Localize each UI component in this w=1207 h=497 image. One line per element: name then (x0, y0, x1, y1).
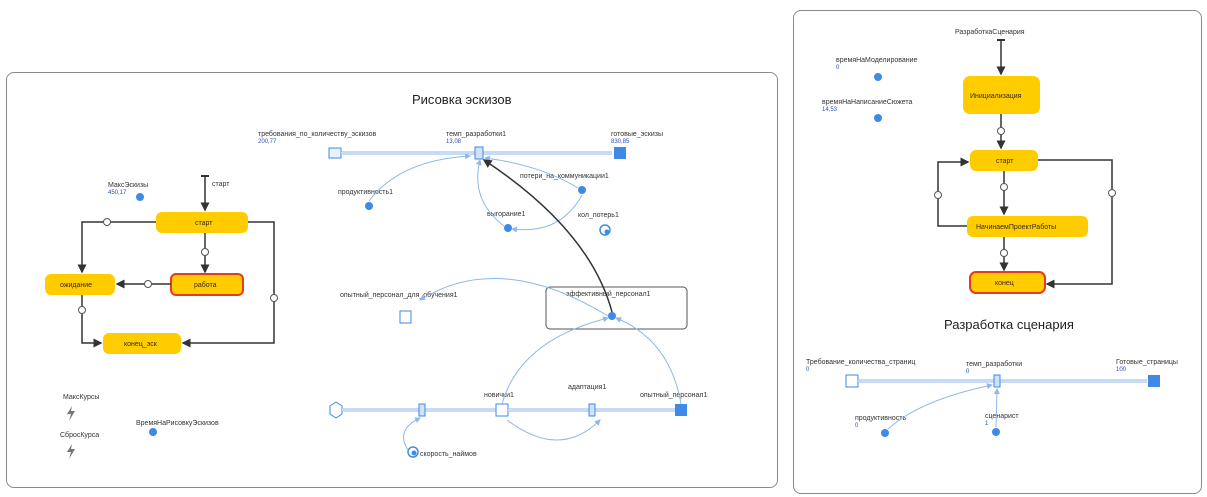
param2-value: 14,53 (822, 107, 838, 113)
param2-dot[interactable] (874, 114, 882, 122)
event2-label: СбросКурса (60, 431, 99, 439)
param1-value: 0 (836, 65, 840, 71)
right-productivity-value: 0 (855, 423, 859, 429)
hire-valve[interactable] (418, 403, 426, 417)
right-rate-value: 0 (966, 369, 970, 375)
effective-staff-label: эффективный_персонал1 (566, 290, 651, 298)
event1-lightning-icon[interactable] (67, 406, 75, 421)
hiring-speed-label: скорость_наймов (420, 450, 477, 458)
top-rate-value: 13,08 (446, 139, 462, 145)
adaptation-valve[interactable] (588, 403, 596, 417)
experienced-for-training-stock[interactable] (399, 310, 412, 324)
top-source-value: 200,77 (258, 139, 277, 145)
entry-label: старт (212, 181, 230, 188)
state-init[interactable] (963, 76, 1040, 114)
writer-dot[interactable] (992, 428, 1000, 436)
right-source-value: 0 (806, 367, 810, 373)
productivity1-dot[interactable] (365, 202, 373, 210)
right-sink-label: Готовые_страницы (1116, 359, 1178, 366)
cap-loss-label: кол_потерь1 (578, 212, 619, 219)
burnout-dot[interactable] (504, 224, 512, 232)
top-sink-label: готовые_эскизы (611, 131, 663, 138)
top-source-label: требования_по_количеству_эскизов (258, 130, 377, 138)
state-waiting[interactable] (45, 274, 115, 295)
state-start[interactable] (156, 212, 248, 233)
top-rate-valve[interactable] (474, 146, 484, 160)
param2-label: времяНаНаписаниеСюжета (822, 99, 912, 106)
novices-stock[interactable] (495, 403, 509, 417)
right-rate-label: темп_разработки (966, 360, 1022, 368)
state-right-start-label: старт (996, 158, 1014, 165)
state-hire[interactable] (967, 216, 1088, 237)
right-productivity-dot[interactable] (881, 429, 889, 437)
sketch-time-param-label: ВремяНаРисовкуЭскизов (136, 420, 219, 427)
productivity1-label: продуктивность1 (338, 189, 393, 196)
right-sink-stock[interactable] (1148, 375, 1160, 387)
state-work-label: работа (194, 281, 217, 289)
right-source-label: Требование_количества_страниц (806, 358, 915, 366)
state-right-start[interactable] (970, 150, 1038, 171)
state-right-end-label: конец (995, 280, 1014, 287)
writer-label: сценарист (985, 413, 1019, 420)
state-hire-label: НачинаемПроектРаботы (976, 223, 1056, 231)
sketch-time-param-dot[interactable] (149, 428, 157, 436)
right-entry-label: РазработкаСценария (955, 28, 1025, 36)
max-sketches-value: 450,17 (108, 190, 127, 196)
effective-staff-dot[interactable] (608, 312, 616, 320)
experienced-stock[interactable] (675, 404, 687, 416)
top-sink-stock[interactable] (614, 147, 626, 159)
param1-label: времяНаМоделирование (836, 57, 918, 64)
right-rate-valve[interactable] (993, 374, 1001, 388)
bottom-source[interactable] (329, 401, 343, 419)
writer-value: 1 (985, 421, 989, 427)
experienced-label: опытный_персонал1 (640, 391, 708, 399)
top-source-stock[interactable] (328, 147, 342, 159)
right-panel-title: Разработка сценария (944, 317, 1074, 332)
novices-label: новички1 (484, 392, 514, 399)
max-sketches-dot[interactable] (136, 193, 144, 201)
right-source-stock[interactable] (845, 374, 859, 388)
left-panel (6, 72, 778, 488)
max-sketches-label: МаксЭскизы (108, 182, 148, 189)
state-end-label: конец_эск (124, 341, 158, 348)
effective-staff-box[interactable] (545, 286, 688, 330)
state-waiting-label: ожидание (60, 282, 92, 289)
event2-lightning-icon[interactable] (67, 444, 75, 459)
state-start-label: старт (195, 220, 213, 227)
right-productivity-label: продуктивность (855, 415, 906, 422)
adaptation-label: адаптация1 (568, 384, 606, 391)
state-end[interactable] (103, 333, 181, 354)
comm-loss-label: потери_на_коммуникации1 (520, 173, 609, 180)
event1-label: МаксКурсы (63, 394, 99, 401)
comm-loss-dot[interactable] (578, 186, 586, 194)
param1-dot[interactable] (874, 73, 882, 81)
burnout-label: выгорание1 (487, 211, 525, 218)
right-sink-value: 100 (1116, 367, 1127, 373)
experienced-for-training-label: опытный_персонал_для_обучения1 (340, 291, 458, 299)
top-sink-value: 830,85 (611, 139, 630, 145)
top-rate-label: темп_разработки1 (446, 130, 506, 138)
state-init-label: Инициализация (970, 93, 1022, 100)
state-right-end[interactable] (969, 271, 1046, 294)
left-panel-title: Рисовка эскизов (412, 92, 512, 107)
